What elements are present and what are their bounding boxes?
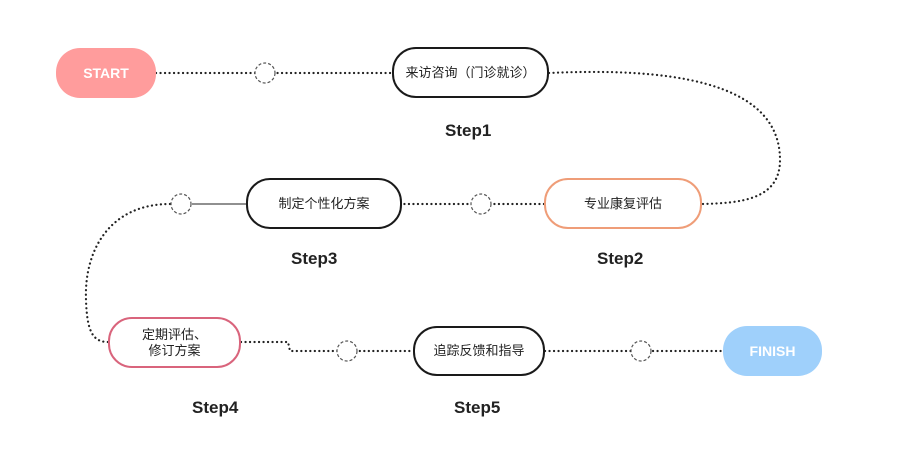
step5-label: Step5 (454, 398, 501, 417)
step4-label: Step4 (192, 398, 239, 417)
step3-box: 制定个性化方案 (246, 178, 402, 229)
connector-node (630, 340, 652, 362)
step2-label: Step2 (597, 249, 644, 268)
step4-box-line2: 修订方案 (148, 342, 201, 358)
step4-box: 定期评估、 修订方案 (108, 317, 241, 368)
connector-node (336, 340, 358, 362)
finish-node: FINISH (723, 326, 822, 376)
step1-label: Step1 (445, 121, 492, 140)
connector-node (254, 62, 276, 84)
step4-box-line1: 定期评估、 (141, 326, 207, 342)
start-node: START (56, 48, 156, 98)
connector-step4-step5 (239, 340, 415, 353)
connector-node (170, 193, 192, 215)
step1-box: 来访咨询（门诊就诊） (392, 47, 549, 98)
step2-box: 专业康复评估 (544, 178, 702, 229)
connector-step1-step2 (547, 70, 782, 206)
step5-box: 追踪反馈和指导 (413, 326, 545, 376)
step3-label: Step3 (291, 249, 338, 268)
connector-node (470, 193, 492, 215)
